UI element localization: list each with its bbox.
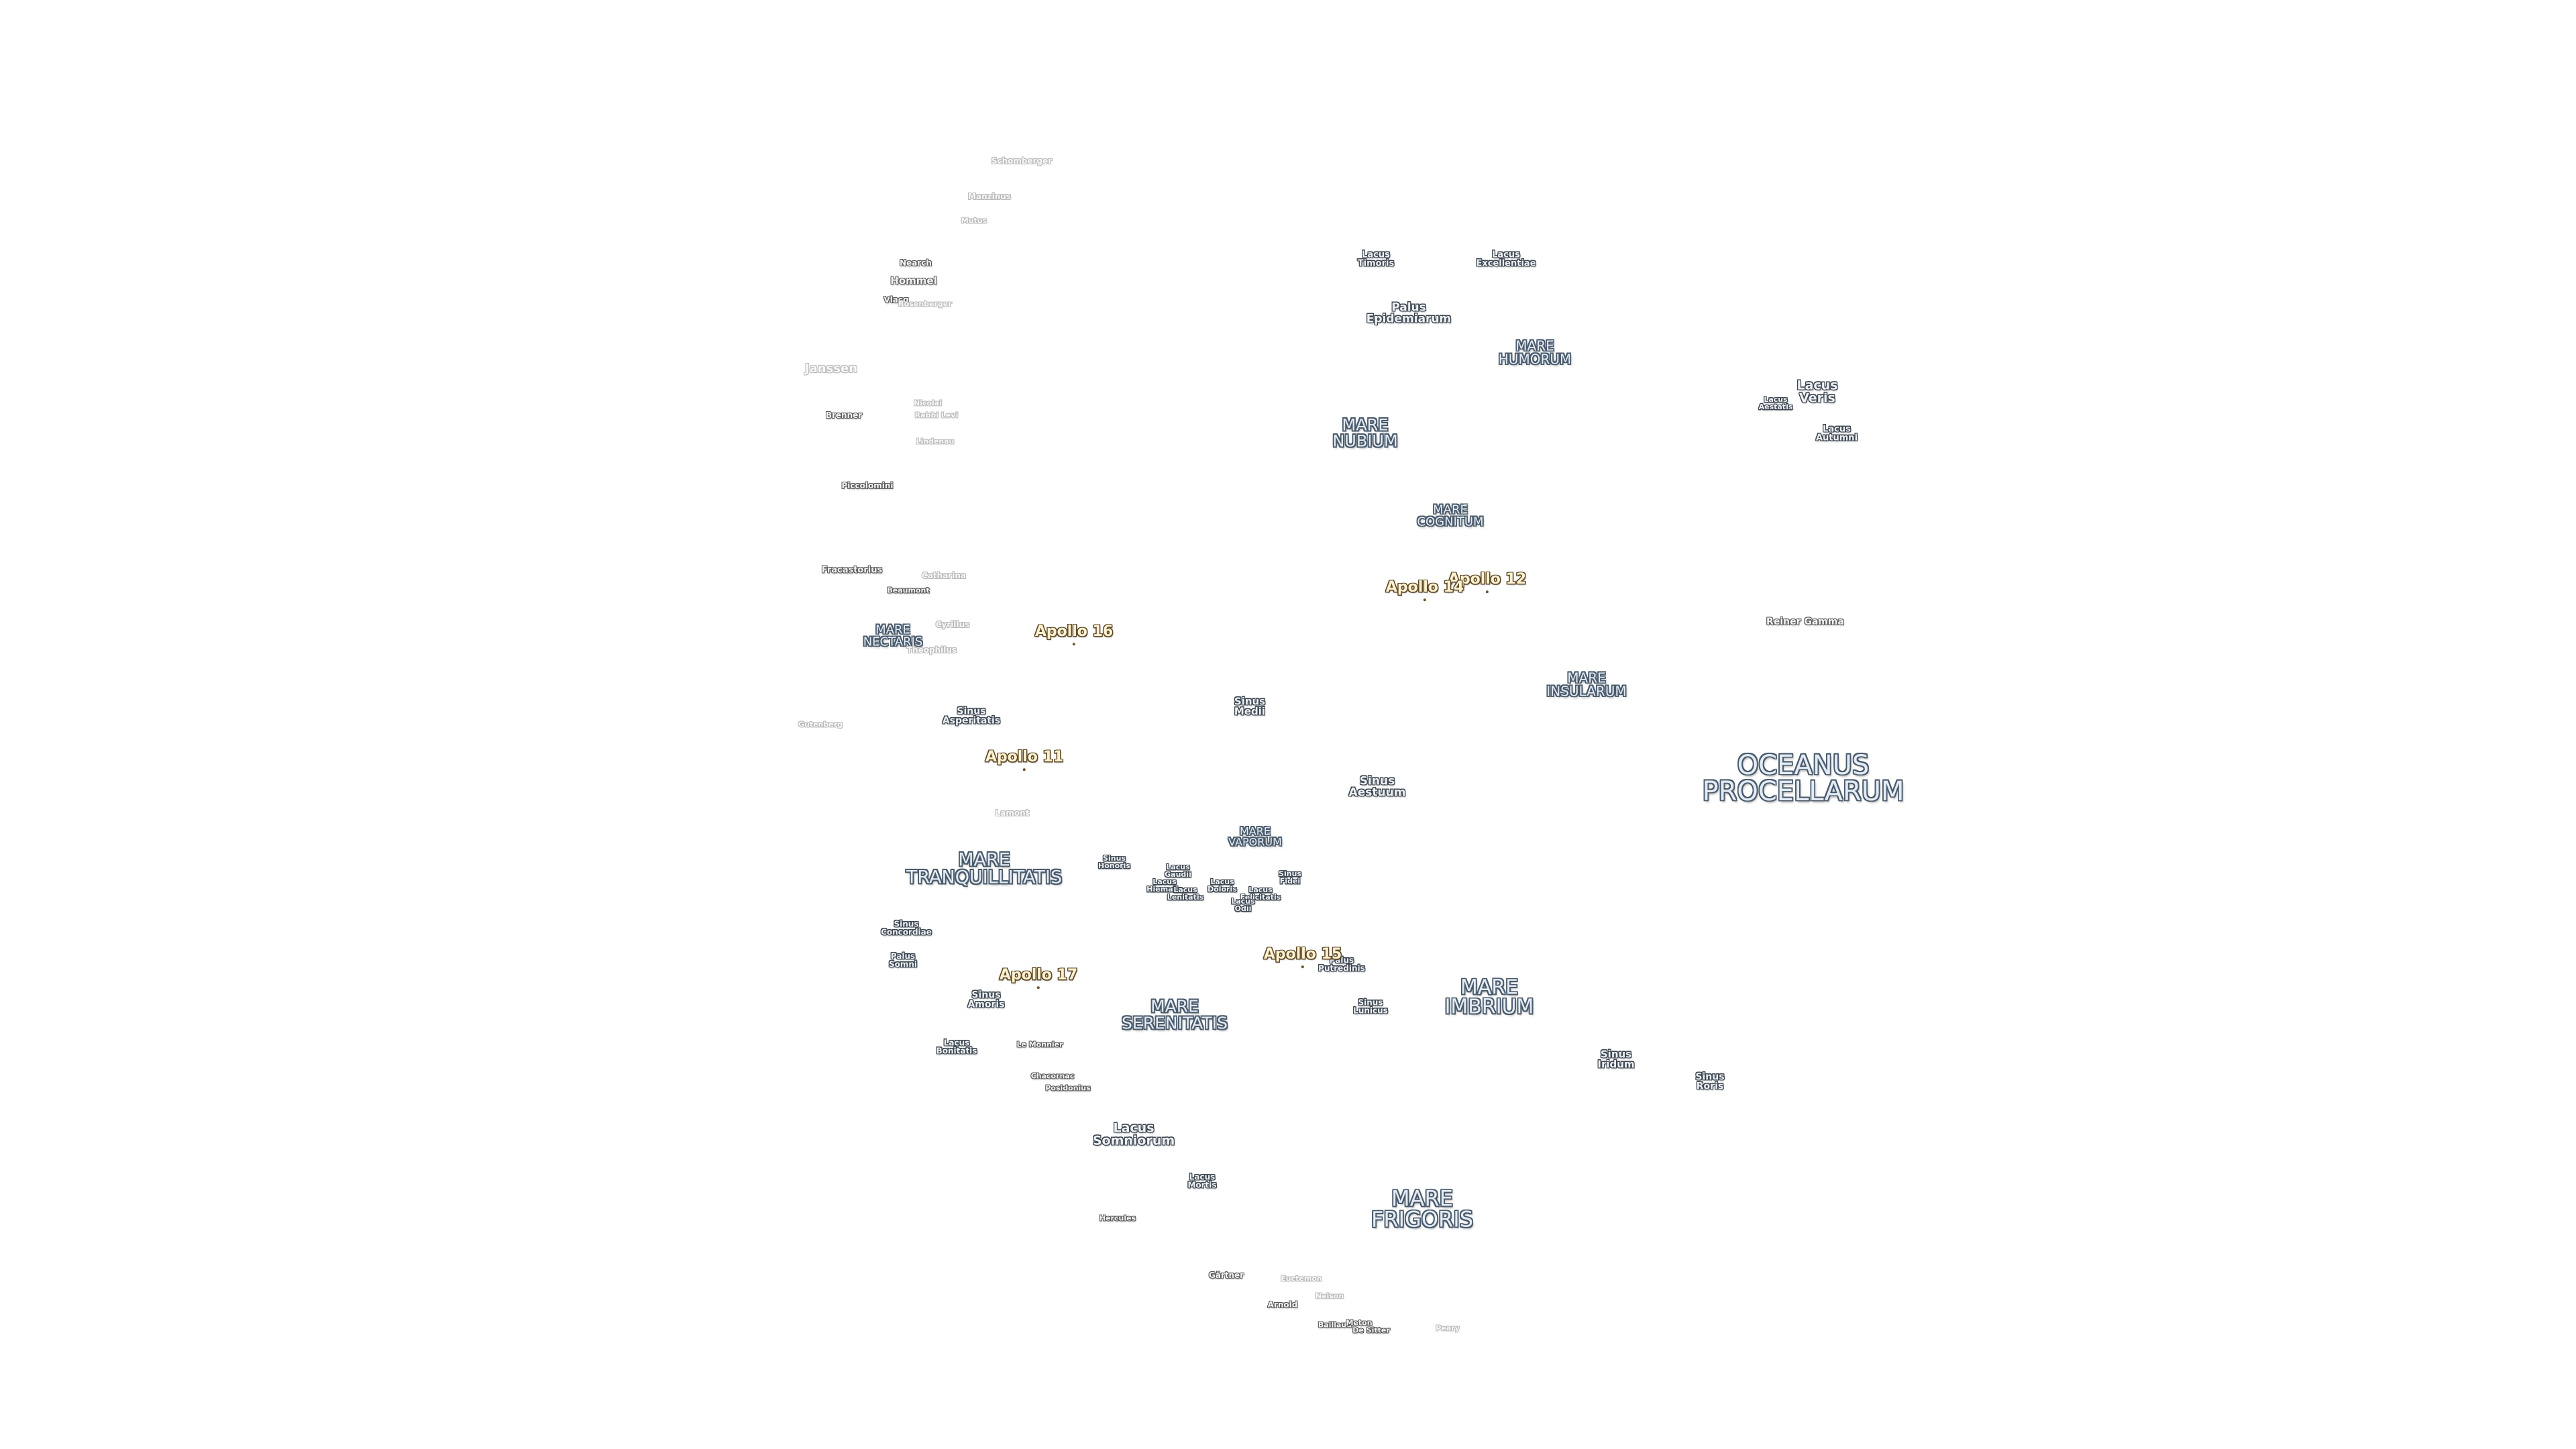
label-lindenau: Lindenau [916, 437, 955, 446]
label-schomberger: Schomberger [991, 156, 1053, 166]
label-apollo-17: Apollo 17 [999, 967, 1078, 989]
label-mare-frigoris: MARE FRIGORIS [1371, 1185, 1474, 1232]
label-sinus-medii: Sinus Medii [1234, 695, 1266, 717]
label-palus-somni: Palus Somni [888, 951, 918, 969]
label-gartner: Gärtner [1208, 1271, 1244, 1281]
label-lacus-felicitatis: Lacus Felicitatis [1240, 885, 1281, 902]
label-sinus-aestuum: Sinus Aestuum [1348, 774, 1406, 799]
label-lacus-autumni: Lacus Autumni [1815, 424, 1858, 443]
label-catharina: Catharina [922, 571, 966, 581]
label-chacornac: Chacornac [1030, 1071, 1075, 1081]
label-mare-nubium: MARE NUBIUM [1332, 415, 1398, 450]
label-manzinus: Manzinus [968, 192, 1011, 202]
label-lacus-bonitatis: Lacus Bonitatis [936, 1038, 977, 1055]
label-nearch: Nearch [900, 258, 932, 268]
label-peary: Peary [1436, 1324, 1460, 1333]
label-gutenberg: Gutenberg [798, 720, 843, 729]
label-lacus-excellentiae: Lacus Excellentiae [1476, 250, 1536, 268]
label-sinus-honoris: Sinus Honoris [1098, 854, 1130, 870]
label-apollo-12: Apollo 12 [1448, 571, 1527, 593]
label-sinus-amoris: Sinus Amoris [967, 989, 1005, 1010]
label-apollo-11: Apollo 11 [985, 749, 1064, 771]
label-theophilus: Theophilus [906, 645, 957, 655]
label-cyrillus: Cyrillus [935, 620, 970, 630]
label-le-monnier: Le Monnier [1016, 1040, 1063, 1049]
label-lacus-gaudii: Lacus Gaudii [1165, 863, 1191, 879]
label-apollo-14: Apollo 14 [1385, 579, 1464, 601]
label-arnold: Arnold [1267, 1300, 1298, 1310]
label-sinus-roris: Sinus Roris [1695, 1071, 1725, 1091]
label-mare-tranquillitatis: MARE TRANQUILLITATIS [906, 849, 1063, 888]
label-sinus-iridum: Sinus Iridum [1597, 1048, 1635, 1070]
label-apollo-16: Apollo 16 [1034, 623, 1114, 645]
label-apollo-15: Apollo 15 [1263, 946, 1342, 968]
label-sinus-concordiae: Sinus Concordiae [881, 919, 932, 936]
label-vlacq: Vlacq [883, 295, 909, 305]
label-lacus-lenitatis: Lacus Lenitatis [1167, 885, 1204, 902]
label-palus-putredinis: Palus Putredinis [1318, 955, 1365, 973]
label-posidonius: Posidonius [1045, 1083, 1091, 1093]
label-lacus-somniorum: Lacus Somniorum [1092, 1120, 1175, 1148]
label-reiner-gamma: Reiner Gamma [1766, 616, 1844, 628]
label-baillaud: Baillaud [1318, 1320, 1352, 1330]
label-lacus-timoris: Lacus Timoris [1357, 250, 1395, 268]
label-palus-epidemiarum: Palus Epidemiarum [1366, 301, 1452, 325]
label-de-sitter: De Sitter [1352, 1326, 1390, 1335]
label-mare-nectaris: MARE NECTARIS [863, 623, 923, 649]
label-lacus-aestatis: Lacus Aestatis [1758, 395, 1793, 411]
label-lacus-hiemalis: Lacus Hiemalis [1146, 877, 1183, 894]
label-lacus-veris: Lacus Veris [1796, 378, 1838, 405]
label-janssen: Janssen [804, 362, 858, 376]
label-lacus-mortis: Lacus Mortis [1187, 1172, 1217, 1189]
label-rabbi-levi: Rabbi Levi [914, 411, 959, 420]
label-mare-serenitatis: MARE SERENITATIS [1122, 996, 1228, 1032]
label-lacus-odii: Lacus Odii [1231, 897, 1255, 913]
label-mare-cognitum: MARE COGNITUM [1417, 502, 1484, 529]
label-mutus: Mutus [961, 216, 987, 225]
label-sinus-asperitatis: Sinus Asperitatis [942, 706, 1001, 726]
label-mare-imbrium: MARE IMBRIUM [1444, 975, 1534, 1019]
label-mare-humorum: MARE HUMORUM [1498, 337, 1572, 367]
label-sinus-fidei: Sinus Fidei [1279, 869, 1301, 885]
label-mare-vaporum: MARE VAPORUM [1228, 824, 1282, 848]
label-lacus-doloris: Lacus Doloris [1208, 877, 1237, 894]
label-hercules: Hercules [1099, 1214, 1136, 1223]
label-oceanus-procellarum: OCEANUS PROCELLARUM [1702, 749, 1904, 807]
label-nicolai: Nicolai [913, 398, 943, 408]
label-hommel: Hommel [890, 274, 937, 287]
label-rosenberger: Rosenberger [898, 299, 952, 309]
label-meton: Meton [1346, 1318, 1373, 1328]
label-brenner: Brenner [825, 411, 863, 421]
label-piccolomini: Piccolomini [841, 481, 894, 491]
label-sinus-lunicus: Sinus Lunicus [1353, 998, 1388, 1015]
label-mare-insularum: MARE INSULARUM [1546, 669, 1627, 699]
label-lamont: Lamont [995, 808, 1030, 818]
label-neison: Neison [1315, 1291, 1344, 1301]
label-euctemon: Euctemon [1281, 1274, 1322, 1283]
label-fracastorius: Fracastorius [821, 565, 883, 576]
label-beaumont: Beaumont [887, 586, 930, 595]
